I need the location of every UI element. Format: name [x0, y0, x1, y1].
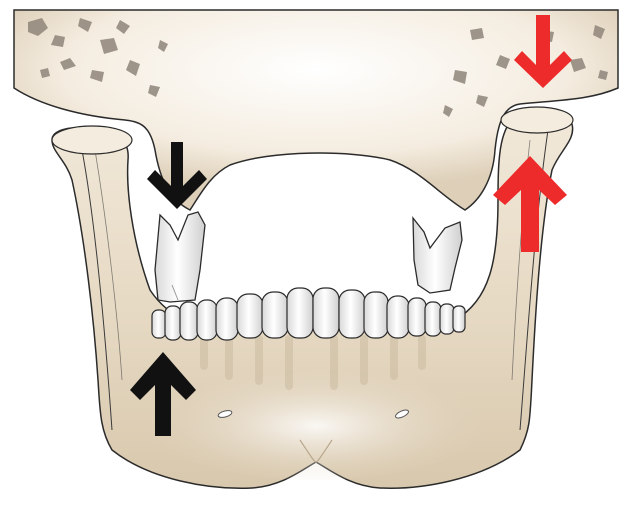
- upper-left-molar: [155, 212, 205, 302]
- upper-right-molar: [413, 218, 462, 293]
- lower-teeth: [152, 288, 465, 340]
